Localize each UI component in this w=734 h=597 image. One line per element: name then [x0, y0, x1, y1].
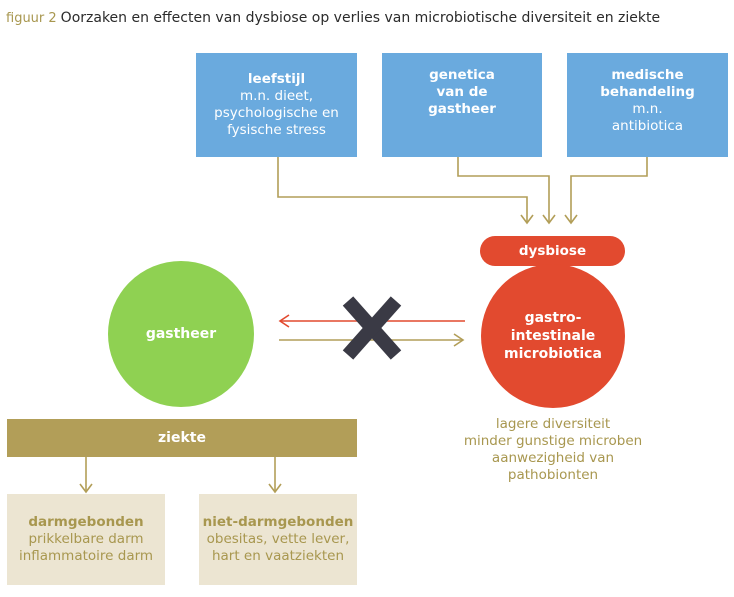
arrowhead-ziekte-darm — [79, 483, 93, 494]
cause-line: psychologische en — [214, 105, 339, 121]
disease-type-line: inflammatoire darm — [18, 548, 154, 564]
figure-label: figuur 2 — [6, 11, 57, 26]
cause-box-medische: medische behandeling m.n. antibiotica — [567, 53, 728, 157]
effect-line: lagere diversiteit — [495, 416, 611, 432]
cause-title: behandeling — [600, 84, 695, 100]
arrowhead-ziekte-nietdarm — [268, 483, 282, 494]
microbiota-line: intestinale — [510, 328, 596, 344]
cause-box-genetica: genetica van de gastheer — [382, 53, 542, 157]
effect-line: aanwezigheid van — [491, 450, 615, 466]
cause-box-leefstijl: leefstijl m.n. dieet, psychologische en … — [196, 53, 357, 157]
connector-leefstijl — [277, 157, 528, 222]
blocked-x-icon — [342, 296, 402, 360]
microbiota-circle: gastro- intestinale microbiotica — [481, 264, 625, 408]
microbiota-line: microbiotica — [504, 346, 602, 362]
disease-box-niet-darmgebonden: niet-darmgebonden obesitas, vette lever,… — [199, 494, 357, 585]
host-circle: gastheer — [108, 261, 254, 407]
dysbiose-text: dysbiose — [518, 243, 587, 259]
disease-type-line: prikkelbare darm — [28, 531, 144, 547]
cause-title: gastheer — [428, 101, 496, 117]
arrowhead-to-microbiota — [453, 333, 465, 347]
disease-type-title: niet-darmgebonden — [202, 514, 354, 530]
effects-text: lagere diversiteit minder gunstige micro… — [438, 416, 668, 484]
disease-type-line: obesitas, vette lever, — [206, 531, 350, 547]
arrowhead-medische — [564, 214, 578, 225]
host-label: gastheer — [145, 326, 217, 342]
cause-title: genetica — [429, 67, 495, 83]
cause-line: m.n. dieet, — [239, 88, 314, 104]
effect-line: pathobionten — [507, 467, 599, 483]
cause-title: leefstijl — [247, 71, 306, 87]
connector-medische — [570, 157, 648, 222]
arrowhead-to-host — [278, 314, 290, 328]
effect-line: minder gunstige microben — [463, 433, 643, 449]
disease-type-line: hart en vaatziekten — [211, 548, 345, 564]
dysbiose-label: dysbiose — [480, 236, 625, 266]
arrowhead-leefstijl — [520, 214, 534, 225]
disease-bar: ziekte — [7, 419, 357, 457]
cause-line: m.n. — [632, 101, 663, 117]
connector-genetica — [457, 157, 550, 222]
disease-type-title: darmgebonden — [28, 514, 144, 530]
cause-title: van de — [436, 84, 488, 100]
disease-box-darmgebonden: darmgebonden prikkelbare darm inflammato… — [7, 494, 165, 585]
cause-line: antibiotica — [611, 118, 684, 134]
cause-line: fysische stress — [227, 122, 326, 138]
microbiota-line: gastro- — [524, 310, 582, 326]
cause-title: medische — [611, 67, 684, 83]
figure-title: Oorzaken en effecten van dysbiose op ver… — [60, 10, 661, 26]
disease-label: ziekte — [158, 430, 206, 446]
arrowhead-genetica — [542, 214, 556, 225]
